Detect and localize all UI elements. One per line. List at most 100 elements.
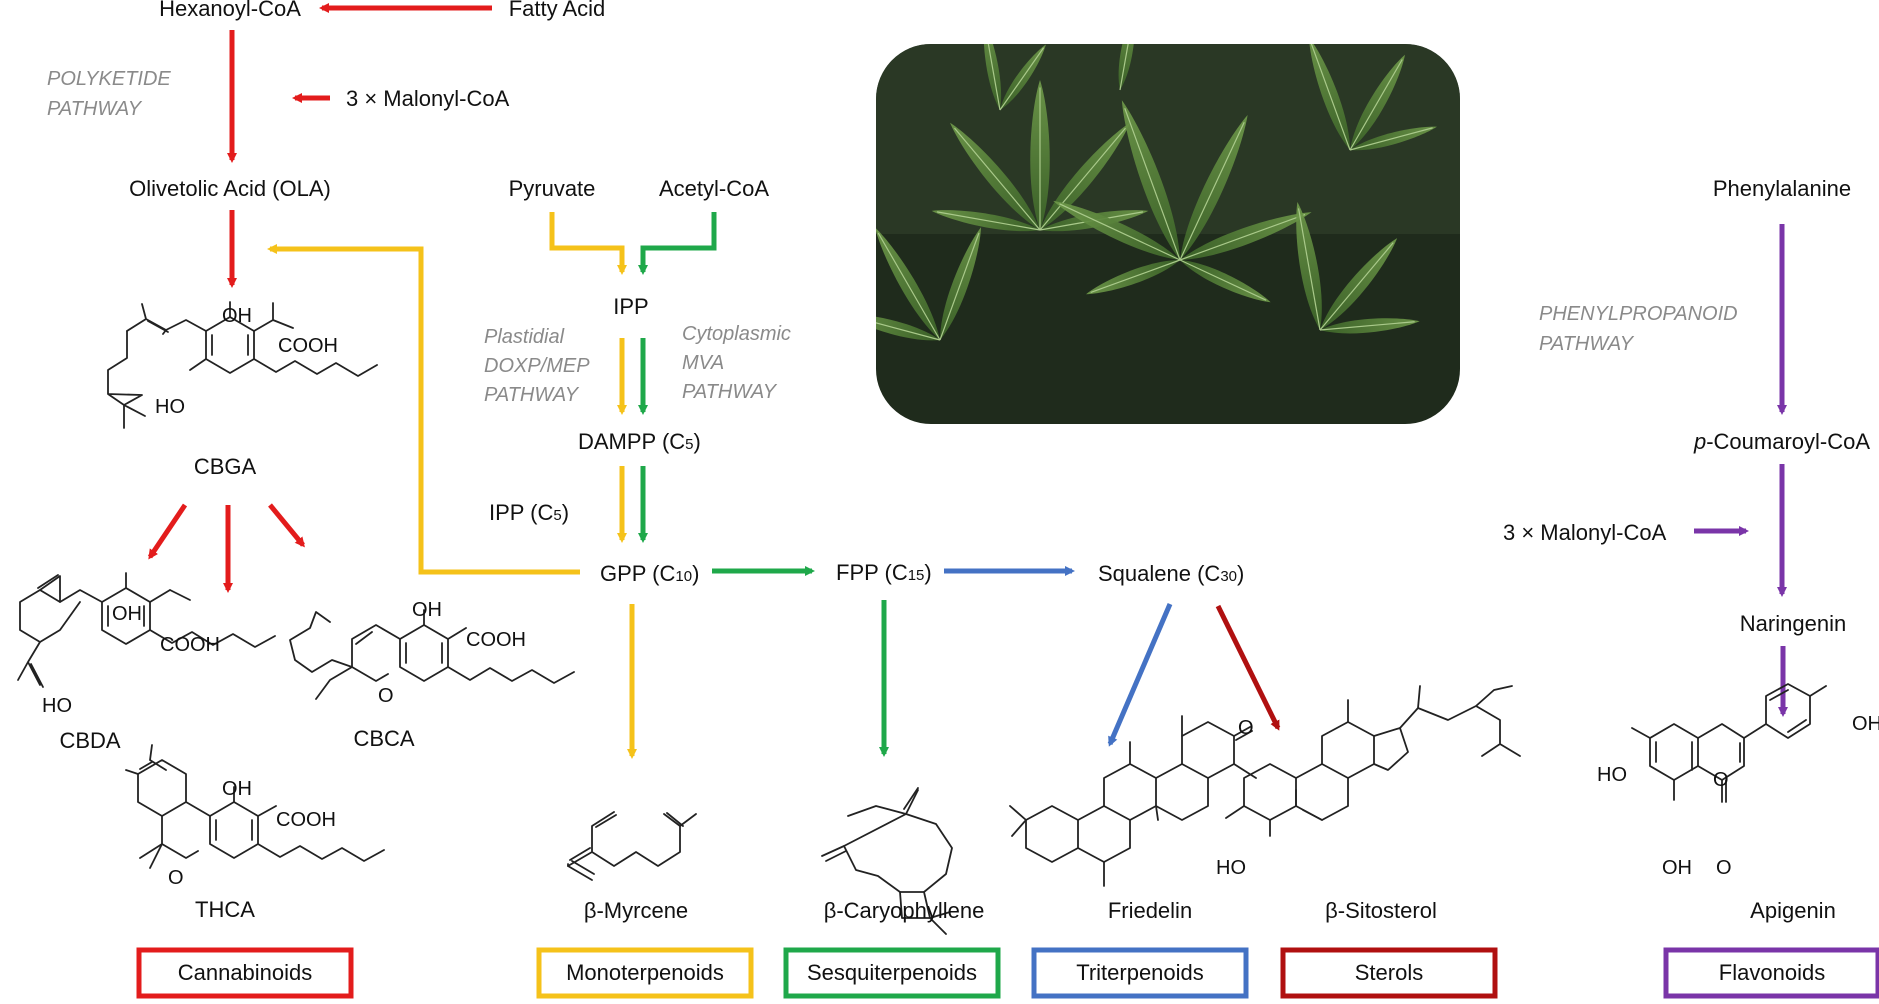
apigenin-label: Apigenin bbox=[1750, 898, 1836, 923]
cbda-oh: OH bbox=[112, 603, 142, 625]
cbda-cooh: COOH bbox=[160, 634, 220, 656]
leaf-vein bbox=[999, 47, 1045, 111]
thca-oh: OH bbox=[222, 778, 252, 800]
category-triterpenoids: Triterpenoids bbox=[1031, 947, 1249, 999]
cbda-label: CBDA bbox=[59, 728, 120, 753]
leaf-vein bbox=[1039, 127, 1126, 231]
gpp-close: ) bbox=[692, 561, 699, 586]
leaf-vein bbox=[939, 232, 980, 341]
fatty-acid-label: Fatty Acid bbox=[509, 0, 606, 21]
category-monoterpenoids: Monoterpenoids bbox=[536, 947, 754, 999]
leaf-vein bbox=[1119, 44, 1134, 91]
acetyl-coa-label: Acetyl-CoA bbox=[659, 176, 769, 201]
caryophyllene-label: β-Caryophyllene bbox=[824, 898, 985, 923]
category-sesquiterpenoids-label: Sesquiterpenoids bbox=[807, 960, 977, 985]
coumaroyl-text: -Coumaroyl-CoA bbox=[1706, 429, 1870, 454]
fpp-label: FPP (C15) bbox=[836, 560, 932, 585]
leaf-vein bbox=[1297, 208, 1321, 331]
leaf-vein bbox=[1179, 213, 1306, 261]
malonyl-coa-right-label: 3 × Malonyl-CoA bbox=[1503, 520, 1667, 545]
ipp-c5-label: IPP (C5) bbox=[489, 500, 569, 525]
thca-label: THCA bbox=[195, 897, 255, 922]
naringenin-label: Naringenin bbox=[1740, 611, 1846, 636]
polyketide-note-1: POLYKETIDE bbox=[47, 68, 171, 90]
apigenin-structure: OH HO OH O O bbox=[1597, 683, 1879, 879]
cbca-cooh: COOH bbox=[466, 629, 526, 651]
leaf-vein bbox=[1124, 108, 1181, 261]
arrow-gpp-to-cbga bbox=[267, 244, 580, 575]
leaf-vein bbox=[1349, 127, 1433, 151]
apigenin-ho-left: HO bbox=[1597, 764, 1627, 786]
cbca-o: O bbox=[378, 685, 394, 707]
friedelin-structure: O bbox=[1009, 715, 1257, 887]
thca-structure: OH COOH O bbox=[125, 744, 385, 889]
apigenin-oh-top: OH bbox=[1852, 713, 1879, 735]
category-flavonoids: Flavonoids bbox=[1663, 947, 1879, 999]
arrow-acetyl-to-ipp bbox=[638, 212, 717, 275]
polyketide-note-2: PATHWAY bbox=[47, 98, 143, 120]
cbga-cooh: COOH bbox=[278, 335, 338, 357]
hexanoyl-coa-label: Hexanoyl-CoA bbox=[159, 0, 301, 21]
malonyl-coa-left-label: 3 × Malonyl-CoA bbox=[346, 86, 510, 111]
leaf-vein bbox=[877, 232, 941, 341]
sitosterol-ho: HO bbox=[1216, 857, 1246, 879]
ipp-c5-text: IPP (C bbox=[489, 500, 554, 525]
leaf-vein bbox=[1349, 59, 1403, 151]
arrow-pyruvate-to-ipp bbox=[549, 212, 627, 275]
arrow-cbga-to-cbda bbox=[147, 503, 188, 560]
arrow-squalene-to-sitosterol bbox=[1215, 604, 1281, 731]
sitosterol-structure: HO bbox=[1216, 685, 1521, 879]
phenyl-note-2: PATHWAY bbox=[1539, 333, 1635, 355]
friedelin-o: O bbox=[1238, 717, 1254, 739]
leaf-vein bbox=[1059, 203, 1181, 261]
dxp-note-1: Plastidial bbox=[484, 326, 565, 348]
cannabis-leaves-photo bbox=[876, 44, 1460, 424]
friedelin-label: Friedelin bbox=[1108, 898, 1192, 923]
ipp-label: IPP bbox=[613, 294, 648, 319]
squalene-sub: 30 bbox=[1220, 568, 1237, 585]
gpp-label: GPP (C10) bbox=[600, 561, 699, 586]
fpp-close: ) bbox=[924, 560, 931, 585]
ola-label: Olivetolic Acid (OLA) bbox=[129, 176, 331, 201]
squalene-close: ) bbox=[1237, 561, 1244, 586]
sitosterol-label: β-Sitosterol bbox=[1325, 898, 1437, 923]
cbga-label: CBGA bbox=[194, 454, 257, 479]
phenylalanine-label: Phenylalanine bbox=[1713, 176, 1851, 201]
coumaroyl-label: p-Coumaroyl-CoA bbox=[1693, 429, 1870, 454]
leaf-vein bbox=[1319, 242, 1394, 331]
dxp-note-3: PATHWAY bbox=[484, 384, 580, 406]
ipp-c5-close: ) bbox=[562, 500, 569, 525]
category-sesquiterpenoids: Sesquiterpenoids bbox=[783, 947, 1001, 999]
cbca-oh: OH bbox=[412, 599, 442, 621]
leaf-vein bbox=[1179, 259, 1267, 301]
cbga-oh: OH bbox=[222, 305, 252, 327]
apigenin-o-carbonyl: O bbox=[1716, 857, 1732, 879]
caryophyllene-structure bbox=[821, 787, 953, 935]
leaf-vein bbox=[1310, 44, 1351, 151]
leaf-vein bbox=[1179, 121, 1245, 261]
arrow-cbga-to-cbca bbox=[268, 503, 305, 548]
leaf-vein bbox=[984, 44, 1001, 111]
cbda-ho: HO bbox=[42, 695, 72, 717]
squalene-text: Squalene (C bbox=[1098, 561, 1220, 586]
category-flavonoids-label: Flavonoids bbox=[1719, 960, 1825, 985]
leaf-vein bbox=[954, 127, 1041, 231]
mva-note-2: MVA bbox=[682, 352, 724, 374]
phenyl-note-1: PHENYLPROPANOID bbox=[1539, 303, 1738, 325]
cbca-structure: OH COOH O bbox=[289, 599, 575, 707]
cbga-structure: OH COOH HO bbox=[107, 301, 378, 429]
thca-o: O bbox=[168, 867, 184, 889]
fpp-sub: 15 bbox=[908, 567, 925, 584]
category-cannabinoids: Cannabinoids bbox=[136, 947, 354, 999]
dampp-text: DAMPP (C bbox=[578, 429, 685, 454]
pyruvate-label: Pyruvate bbox=[509, 176, 596, 201]
dampp-sub: 5 bbox=[685, 436, 693, 453]
cbda-structure: OH COOH HO bbox=[17, 572, 276, 717]
category-triterpenoids-label: Triterpenoids bbox=[1076, 960, 1204, 985]
category-sterols: Sterols bbox=[1280, 947, 1498, 999]
fpp-text: FPP (C bbox=[836, 560, 908, 585]
thca-cooh: COOH bbox=[276, 809, 336, 831]
mva-note-3: PATHWAY bbox=[682, 381, 778, 403]
dxp-note-2: DOXP/MEP bbox=[484, 355, 590, 377]
